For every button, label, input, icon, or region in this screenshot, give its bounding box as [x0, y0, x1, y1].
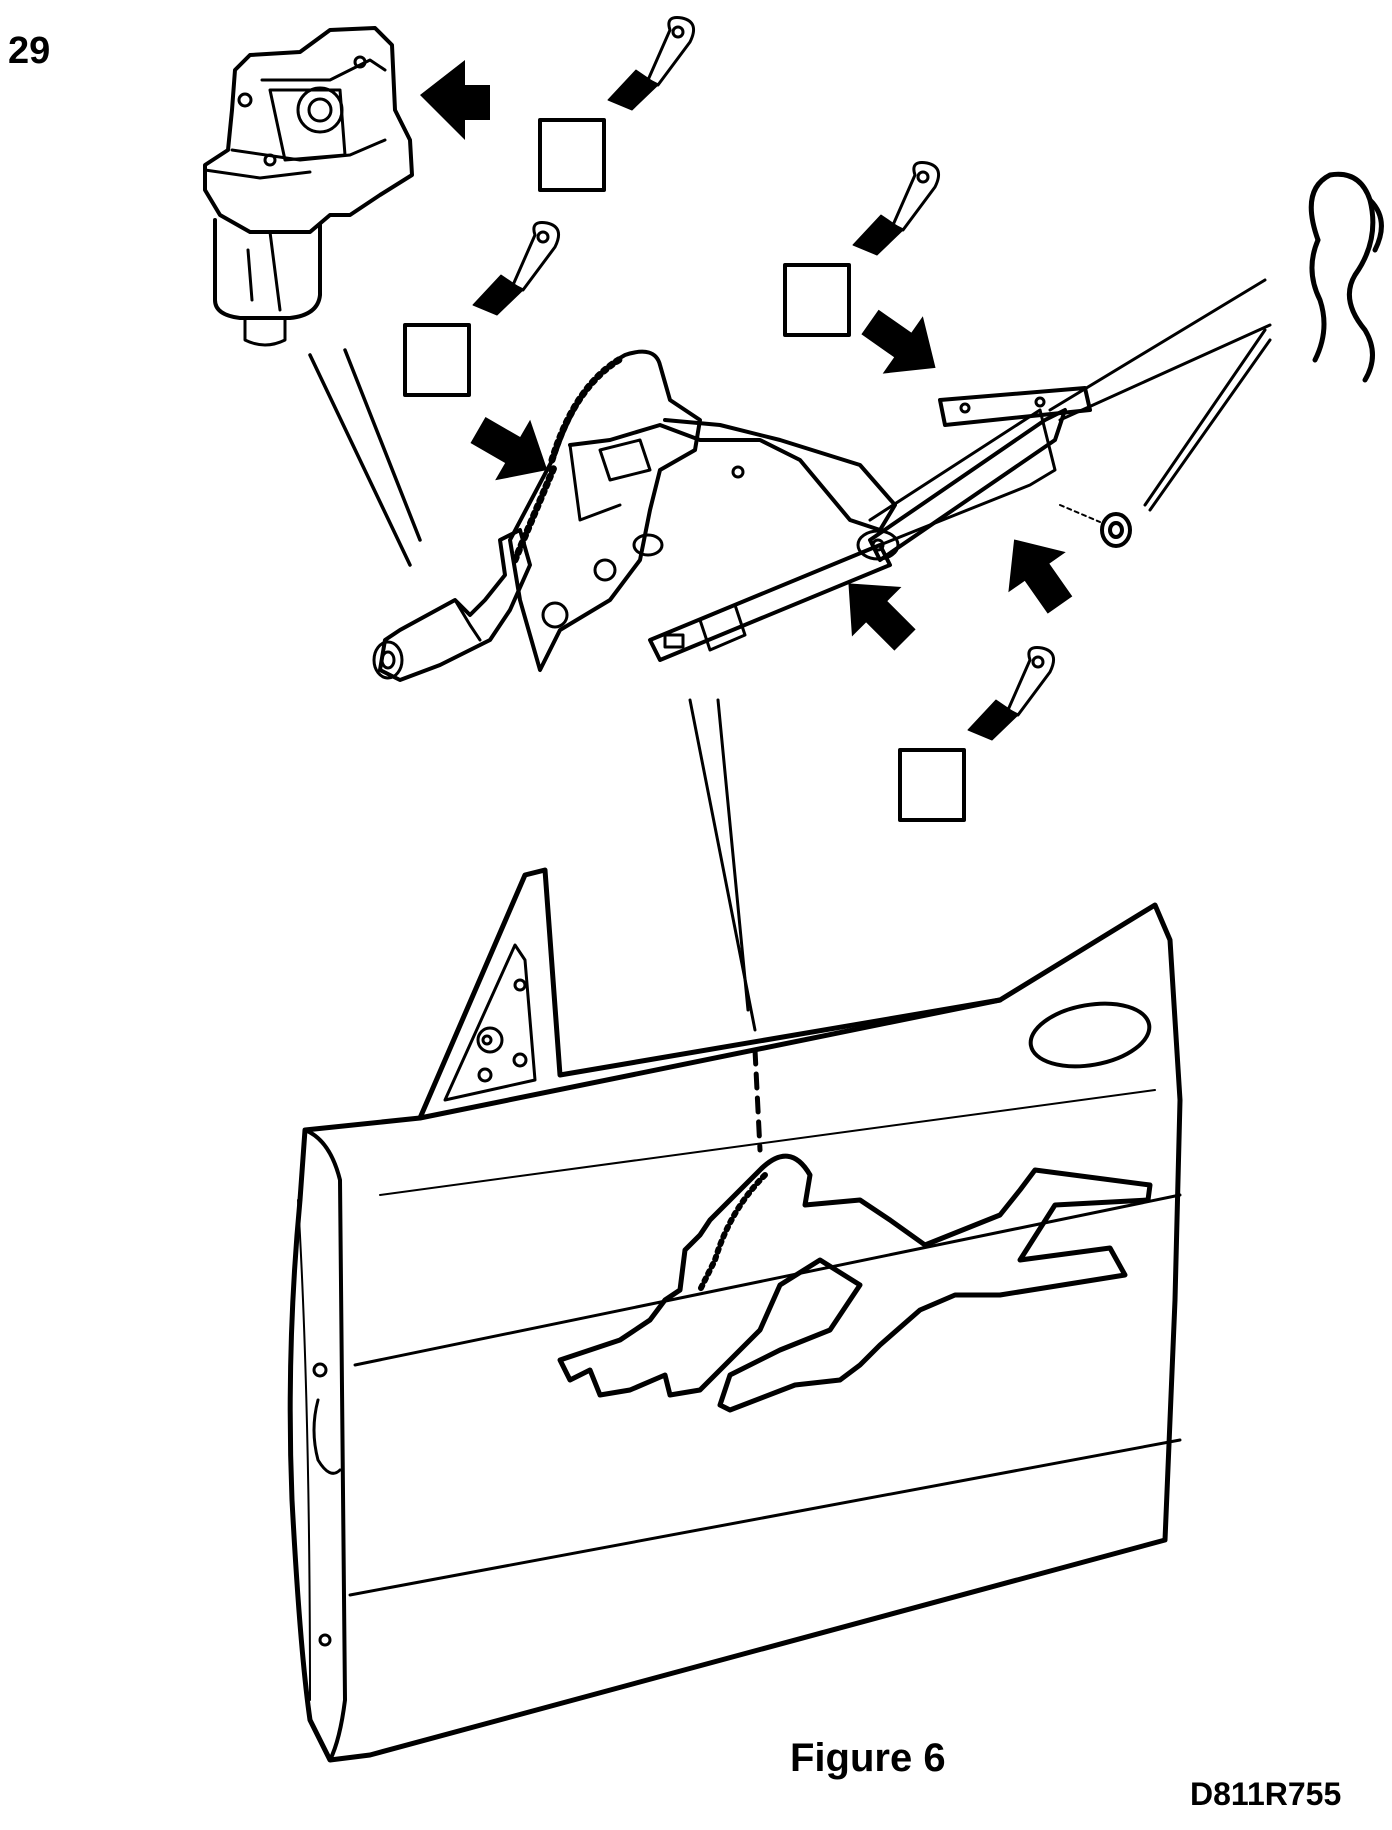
reference-code: D811R755 [1190, 1776, 1342, 1812]
arrow-down-right-icon [470, 417, 548, 481]
arrow-up-right-icon [1008, 539, 1073, 614]
figure-caption: Figure 6 [790, 1736, 946, 1780]
grease-symbol [540, 18, 694, 191]
arrow-left-icon [420, 60, 490, 140]
grease-symbol [900, 648, 1054, 821]
arrow-down-right-icon [861, 309, 936, 374]
front-door-panel [290, 870, 1180, 1760]
arrow-up-right-icon [848, 583, 916, 651]
mechanism-leader-lines [690, 700, 760, 1150]
pivot-bushing [1060, 505, 1130, 546]
window-regulator-motor [205, 28, 412, 345]
retaining-spring-clip [1311, 174, 1381, 380]
clip-leader-lines [1050, 280, 1270, 510]
window-regulator-mechanism [374, 352, 1090, 680]
page-number: 29 [8, 30, 51, 72]
grease-symbol [785, 163, 939, 336]
motor-leader-lines [310, 350, 420, 565]
grease-symbol [405, 223, 559, 396]
